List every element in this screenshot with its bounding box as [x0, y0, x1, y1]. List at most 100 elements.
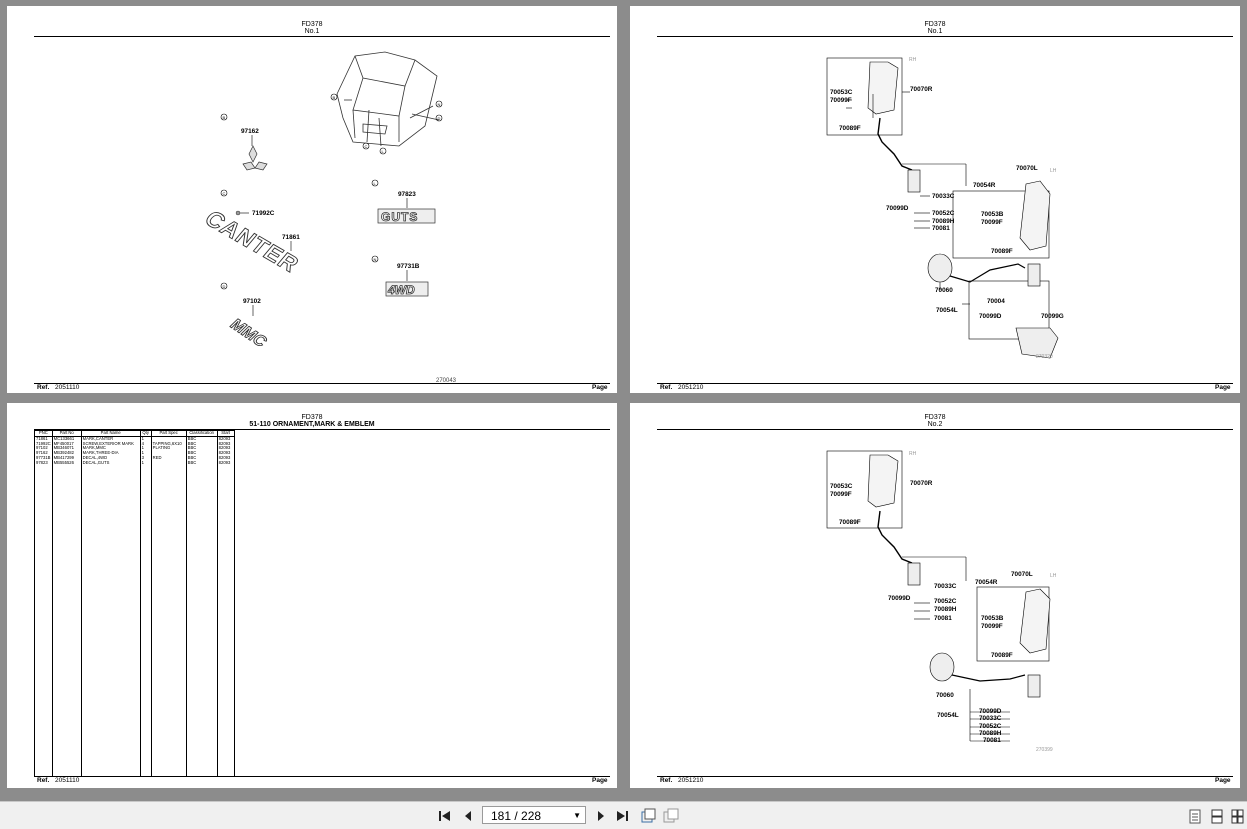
parts-table: PNC Part No Part Name Qty Part Spec Clas…: [34, 430, 235, 776]
ref-label: Ref.: [37, 777, 50, 784]
svg-text:70070L: 70070L: [1011, 571, 1033, 578]
svg-text:70053B: 70053B: [981, 615, 1004, 622]
svg-text:70099D: 70099D: [979, 708, 1002, 715]
mirror-diagram-1: 70053C 70099F 70089F 70070R 70054R 70033…: [826, 57, 1064, 360]
page-top-left: FD378 No.1 B C L N D: [7, 6, 617, 393]
svg-text:70033C: 70033C: [932, 193, 955, 200]
illustration-code: 270043: [436, 378, 457, 383]
svg-text:70099F: 70099F: [981, 623, 1003, 630]
svg-text:70033C: 70033C: [979, 715, 1002, 722]
page-header-sub: 51-110 ORNAMENT,MARK & EMBLEM: [249, 421, 375, 428]
viewer-toolbar: 181 / 228 ▼: [0, 801, 1247, 829]
svg-text:RH: RH: [909, 57, 917, 63]
4wd-decal-icon: 4WD: [387, 283, 415, 297]
svg-text:70054L: 70054L: [937, 712, 959, 719]
key-n-marker: N: [438, 102, 441, 107]
label-71861: 71861: [282, 234, 300, 241]
two-page-view-icon[interactable]: [1209, 808, 1225, 824]
next-page-icon[interactable]: [593, 808, 609, 824]
parts-table-header: PNC Part No Part Name Qty Part Spec Clas…: [34, 430, 235, 437]
svg-text:70004: 70004: [987, 298, 1005, 305]
mirror-1-part-labels: 70053C 70099F 70089F 70070R 70054R 70033…: [830, 57, 1064, 360]
page-label: Page: [1215, 384, 1231, 391]
page-bottom-left: FD378 51-110 ORNAMENT,MARK & EMBLEM PNC …: [7, 403, 617, 788]
first-page-icon[interactable]: [437, 808, 453, 824]
svg-text:70054R: 70054R: [975, 579, 998, 586]
svg-text:70052C: 70052C: [934, 598, 957, 605]
svg-text:70099F: 70099F: [830, 491, 852, 498]
svg-text:70089F: 70089F: [991, 652, 1013, 659]
svg-text:70089F: 70089F: [839, 125, 861, 132]
page-number-select[interactable]: 181 / 228 ▼: [482, 806, 586, 824]
truck-rear-illustration: [336, 51, 440, 147]
continuous-view-icon[interactable]: [1230, 808, 1246, 824]
svg-text:70099D: 70099D: [888, 595, 911, 602]
svg-text:70060: 70060: [935, 287, 953, 294]
page-top-right: FD378 No.1 70053C 70099F: [630, 6, 1240, 393]
svg-text:70099F: 70099F: [830, 97, 852, 104]
callout-c: C: [223, 191, 226, 196]
svg-text:70089F: 70089F: [839, 519, 861, 526]
callout-b: B: [223, 115, 226, 120]
page-bottom-right: FD378 No.2 70053C 70099F 70089F 70070R 7…: [630, 403, 1240, 788]
page-header-sub: No.2: [927, 421, 943, 428]
page-label: Page: [592, 777, 608, 784]
svg-text:70099D: 70099D: [886, 205, 909, 212]
callout-d: D: [223, 284, 226, 289]
svg-text:70089F: 70089F: [991, 248, 1013, 255]
ref-label: Ref.: [660, 777, 673, 784]
svg-text:70089H: 70089H: [979, 730, 1002, 737]
svg-text:70070R: 70070R: [910, 86, 933, 93]
svg-text:70052C: 70052C: [932, 210, 955, 217]
svg-text:70089H: 70089H: [932, 218, 955, 225]
callout-n: N: [374, 257, 377, 262]
page-header-sub: No.1: [927, 28, 943, 35]
svg-text:70053B: 70053B: [981, 211, 1004, 218]
illustration-code: 270399: [1036, 747, 1053, 753]
svg-text:70081: 70081: [983, 737, 1001, 744]
col-start: Start: [216, 430, 235, 437]
ref-value: 2051110: [55, 384, 80, 391]
illustration-code: 270320: [1036, 354, 1053, 360]
ref-value: 2051210: [678, 777, 704, 784]
key-b-marker: B: [333, 95, 336, 100]
svg-text:70033C: 70033C: [934, 583, 957, 590]
key-l-marker: L: [382, 149, 385, 154]
svg-text:70053C: 70053C: [830, 89, 853, 96]
prev-page-icon[interactable]: [460, 808, 476, 824]
svg-text:70089H: 70089H: [934, 606, 957, 613]
ref-value: 2051110: [55, 777, 80, 784]
table-filler-row: [34, 466, 235, 776]
svg-text:70060: 70060: [936, 692, 954, 699]
label-71992c: 71992C: [252, 210, 275, 217]
page-label: Page: [1215, 777, 1231, 784]
fit-page-icon[interactable]: [640, 808, 656, 824]
label-97823: 97823: [398, 191, 416, 198]
svg-text:70099G: 70099G: [1041, 313, 1064, 320]
guts-decal-icon: GUTS: [381, 210, 418, 224]
svg-text:70081: 70081: [932, 225, 950, 232]
svg-text:70052C: 70052C: [979, 723, 1002, 730]
mirror-diagram-2: 70053C 70099F 70089F 70070R 70054R 70033…: [826, 450, 1057, 753]
last-page-icon[interactable]: [614, 808, 630, 824]
fit-width-icon[interactable]: [663, 808, 679, 824]
svg-text:LH: LH: [1050, 168, 1057, 174]
mmc-mark-icon: MMC: [226, 316, 271, 350]
chevron-down-icon: ▼: [573, 811, 581, 820]
page-header-sub: No.1: [304, 28, 320, 35]
single-page-view-icon[interactable]: [1187, 808, 1203, 824]
ref-label: Ref.: [37, 384, 50, 391]
svg-text:70070R: 70070R: [910, 480, 933, 487]
page-header-code: FD378: [924, 414, 946, 421]
label-97102: 97102: [243, 298, 261, 305]
diagram-key-markers: B C L N D: [330, 93, 443, 155]
svg-text:70070L: 70070L: [1016, 165, 1038, 172]
svg-text:70081: 70081: [934, 615, 952, 622]
key-c-marker: C: [365, 144, 368, 149]
svg-text:LH: LH: [1050, 573, 1057, 579]
